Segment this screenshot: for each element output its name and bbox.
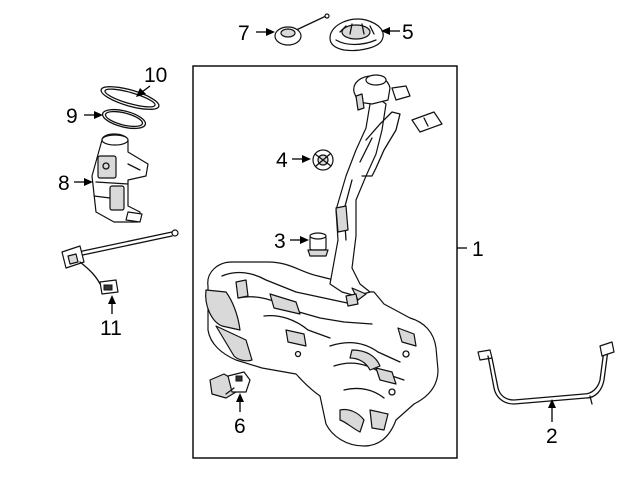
grommet-illustration bbox=[312, 149, 334, 171]
level-sensor-illustration bbox=[61, 229, 179, 295]
callout-9: 9 bbox=[66, 105, 78, 128]
callout-7: 7 bbox=[238, 22, 250, 45]
gasket-illustration bbox=[100, 86, 160, 110]
sensor-illustration bbox=[209, 371, 251, 399]
fuel-cap-illustration bbox=[274, 13, 330, 46]
callout-4: 4 bbox=[276, 149, 288, 172]
callout-5: 5 bbox=[402, 21, 414, 44]
callout-3: 3 bbox=[274, 230, 286, 253]
assembly-frame bbox=[192, 65, 458, 459]
callout-11: 11 bbox=[100, 317, 122, 340]
fuel-pump-illustration bbox=[91, 133, 149, 223]
callout-8: 8 bbox=[58, 172, 70, 195]
lock-ring-illustration bbox=[329, 18, 384, 52]
tank-strap-illustration bbox=[477, 341, 615, 405]
callout-10: 10 bbox=[144, 64, 167, 87]
seal-ring-illustration bbox=[101, 108, 147, 130]
callout-2: 2 bbox=[546, 425, 558, 448]
fuel-tank-illustration bbox=[205, 74, 443, 447]
bumper-illustration bbox=[307, 232, 329, 257]
callout-6: 6 bbox=[234, 415, 246, 438]
callout-1: 1 bbox=[472, 238, 484, 261]
